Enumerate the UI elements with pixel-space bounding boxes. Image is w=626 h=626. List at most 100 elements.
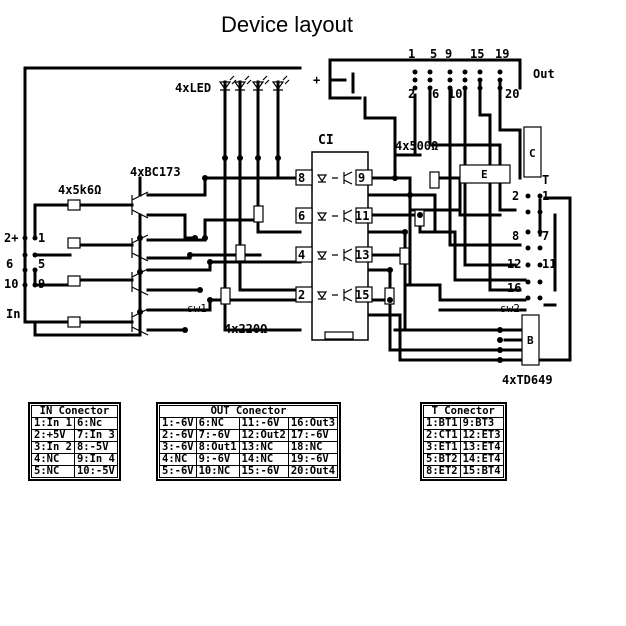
chip-left-pins: 8 6 4 2: [298, 171, 305, 302]
table-cell: 10:NC: [195, 465, 240, 478]
resistor-out-1: [429, 171, 440, 189]
chip-pin: 4: [298, 248, 305, 262]
input-resistors: [67, 199, 81, 328]
table-cell: 1:BT1: [423, 417, 461, 430]
table-cell: 5:NC: [31, 465, 75, 478]
table-cell: 10:-5V: [73, 465, 118, 478]
table-cell: 14:ET4: [459, 453, 504, 466]
res-led-label: 4x220Ω: [224, 322, 267, 336]
out-pin-number: 9: [445, 47, 452, 61]
in-table-header: IN Conector: [31, 405, 118, 418]
resistor-out-3: [399, 247, 410, 265]
table-cell: 3:-6V: [159, 441, 197, 454]
transistor-label: 4xBC173: [130, 165, 181, 179]
chip-pin: 11: [355, 209, 369, 223]
table-cell: 6:NC: [195, 417, 240, 430]
table-cell: 3:In 2: [31, 441, 75, 454]
table-cell: 9:In 4: [73, 453, 118, 466]
table-cell: 8:-5V: [73, 441, 118, 454]
in-pin-number: 9: [38, 277, 45, 291]
chip-pin: 13: [355, 248, 369, 262]
table-cell: 12:ET3: [459, 429, 504, 442]
resistor-led-2: [235, 244, 246, 262]
table-cell: 17:-6V: [287, 429, 339, 442]
led-1: [218, 75, 237, 91]
table-cell: 13:NC: [238, 441, 289, 454]
out-pin-number: 2: [408, 87, 415, 101]
in-pin-labels: 2+ 1 6 5 10 9: [4, 231, 45, 291]
table-cell: 15:BT4: [459, 465, 504, 478]
in-pin-text: 2+: [4, 231, 18, 245]
resistor-led-1: [253, 205, 264, 223]
res-out-label: 4x500Ω: [395, 139, 438, 153]
table-cell: 1:In 1: [31, 417, 75, 430]
t-pin-number: 16: [507, 281, 521, 295]
part-e-box: [459, 164, 511, 184]
out-pin-number: 6: [432, 87, 439, 101]
chip-pin: 8: [298, 171, 305, 185]
table-cell: 11:-6V: [238, 417, 289, 430]
table-cell: 8:Out1: [195, 441, 240, 454]
table-cell: 9:BT3: [459, 417, 504, 430]
resistor-out-4: [384, 287, 395, 305]
resistor-in-3: [67, 275, 81, 287]
chip-pin: 6: [298, 209, 305, 223]
led-3: [251, 75, 270, 91]
out-pin-number: 1: [408, 47, 415, 61]
out-pin-number: 5: [430, 47, 437, 61]
led-2: [233, 75, 252, 91]
chip-pin: 2: [298, 288, 305, 302]
part-c-box: [523, 126, 542, 178]
resistor-out-2: [414, 209, 425, 227]
led-group: [218, 75, 290, 91]
led-resistors: [220, 205, 264, 305]
table-cell: 18:NC: [287, 441, 339, 454]
table-cell: 14:NC: [238, 453, 289, 466]
table-cell: 12:Out2: [238, 429, 289, 442]
out-pin-number: 20: [505, 87, 519, 101]
part-b-box: [521, 314, 540, 366]
table-cell: 5:BT2: [423, 453, 461, 466]
transistor-1: [131, 191, 149, 219]
chip-pin: 15: [355, 288, 369, 302]
plus-label: +: [313, 73, 320, 87]
t-table-header: T Conector: [423, 405, 504, 418]
in-connector-pins: [22, 235, 38, 288]
t-pin-number: 12: [507, 257, 521, 271]
part-c-label: C: [529, 147, 536, 160]
table-cell: 4:NC: [31, 453, 75, 466]
table-cell: 5:-6V: [159, 465, 197, 478]
led-4: [271, 75, 290, 91]
part-b-label: B: [527, 334, 534, 347]
table-cell: 16:Out3: [287, 417, 339, 430]
table-cell: 6:Nc: [73, 417, 118, 430]
resistor-in-2: [67, 237, 81, 249]
table-cell: 1:-6V: [159, 417, 197, 430]
table-cell: 19:-6V: [287, 453, 339, 466]
in-pin-text: 6: [6, 257, 13, 271]
t-pin-labels: 1 2 7 8 11 12 16: [507, 189, 556, 295]
out-table-header: OUT Conector: [158, 405, 339, 418]
table-cell: 3:ET1: [423, 441, 461, 454]
table-cell: 13:ET4: [459, 441, 504, 454]
chip-pin: 9: [358, 171, 365, 185]
t-pin-number: 8: [512, 229, 519, 243]
out-pin-number: 15: [470, 47, 484, 61]
output-resistors: [384, 171, 440, 305]
out-pin-number: 19: [495, 47, 509, 61]
t-label: T: [542, 173, 549, 187]
